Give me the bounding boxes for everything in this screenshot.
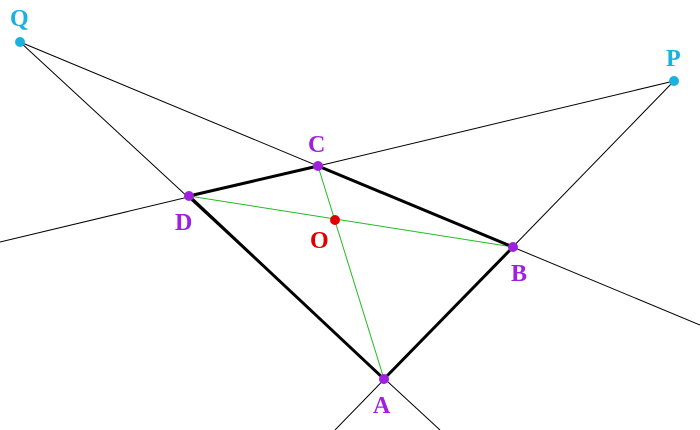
point-a bbox=[379, 374, 389, 384]
point-b bbox=[508, 242, 518, 252]
point-d bbox=[184, 191, 194, 201]
label-c: C bbox=[308, 132, 325, 158]
diagonal-ac bbox=[317, 165, 385, 380]
label-d: D bbox=[175, 210, 192, 236]
point-o bbox=[330, 215, 340, 225]
point-q bbox=[15, 37, 25, 47]
point-p bbox=[669, 76, 679, 86]
label-b: B bbox=[511, 261, 527, 287]
diagonals bbox=[188, 165, 514, 380]
diagonal-db bbox=[188, 195, 514, 248]
label-o: O bbox=[310, 228, 329, 254]
point-c bbox=[313, 161, 323, 171]
line-through-d-c-p bbox=[0, 80, 675, 243]
label-p: P bbox=[666, 46, 681, 72]
extension-lines bbox=[0, 41, 700, 430]
label-a: A bbox=[373, 393, 391, 419]
label-q: Q bbox=[10, 6, 29, 32]
